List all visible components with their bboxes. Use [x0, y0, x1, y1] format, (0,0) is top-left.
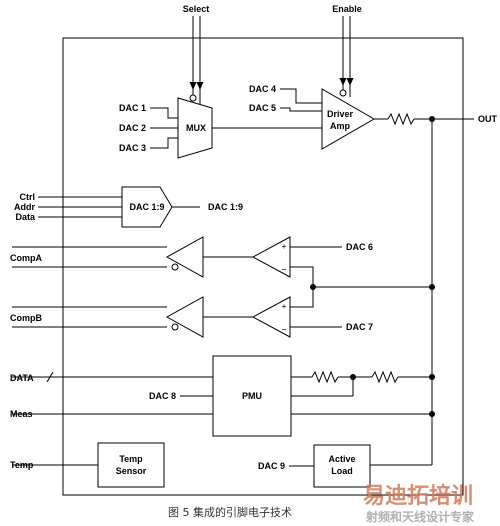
junction-pmu-bus	[429, 374, 435, 380]
pmu-range-resistor	[371, 370, 399, 384]
pmu-sense-resistor	[311, 370, 339, 384]
compa-invert-bubble	[171, 263, 179, 271]
compb-label: CompB	[10, 313, 42, 323]
dac9-label: DAC 9	[258, 461, 285, 471]
compb-plus: +	[282, 302, 287, 311]
junction-meas-bus	[429, 411, 435, 417]
dac1-wire	[150, 107, 178, 119]
enable-invert-bubble	[339, 89, 347, 97]
compb-buffer	[165, 296, 204, 338]
addr-label: Addr	[14, 202, 35, 212]
dac-bus-block	[121, 186, 173, 228]
select-invert-bubble	[189, 94, 197, 102]
junction-out	[429, 116, 435, 122]
enable-label: Enable	[332, 4, 362, 14]
select-arrow-a	[189, 82, 197, 90]
compa-label: CompA	[10, 253, 42, 263]
dac-bus-block-label: DAC 1:9	[129, 202, 164, 212]
figure-caption: 图 5 集成的引脚电子技术	[168, 505, 292, 519]
watermark-sub: 射频和天线设计专家	[365, 509, 475, 524]
driver-amp-label-2: Amp	[330, 121, 351, 131]
compa-buffer	[165, 236, 204, 278]
dac6-label: DAC 6	[346, 242, 373, 252]
compb-feedback-wire	[290, 287, 314, 308]
dac1-label: DAC 1	[119, 103, 146, 113]
compb-minus: −	[282, 325, 287, 334]
enable-arrow-a	[339, 78, 347, 86]
enable-arrow-b	[346, 78, 354, 86]
output-resistor	[387, 112, 415, 126]
data-label: Data	[15, 212, 36, 222]
driver-amp-block	[321, 88, 376, 150]
compb-invert-bubble	[171, 323, 179, 331]
pmu-block	[212, 355, 292, 437]
compb-comparator	[251, 296, 291, 338]
dac5-label: DAC 5	[249, 103, 276, 113]
active-load-label-1: Active	[328, 454, 355, 464]
temp-sensor-label-1: Temp	[119, 454, 143, 464]
junction-sense-right	[429, 284, 435, 290]
dac3-wire	[150, 137, 178, 149]
compa-plus: +	[282, 242, 287, 251]
dac4-label: DAC 4	[249, 84, 276, 94]
data-in-bus-slash	[46, 371, 54, 383]
compa-comparator	[251, 236, 291, 278]
dac3-label: DAC 3	[119, 143, 146, 153]
watermark-logo: 易迪拓培训 射频和天线设计专家	[363, 483, 475, 524]
select-arrow-b	[196, 82, 204, 90]
ctrl-label: Ctrl	[20, 192, 36, 202]
dac5-wire	[280, 107, 322, 112]
dac8-label: DAC 8	[149, 391, 176, 401]
temp-sensor-label-2: Sensor	[116, 466, 147, 476]
active-load-label-2: Load	[331, 466, 353, 476]
watermark-main: 易迪拓培训	[363, 483, 473, 509]
dac4-wire	[280, 88, 322, 104]
active-load-block	[313, 444, 371, 488]
dac2-label: DAC 2	[119, 123, 146, 133]
compa-feedback-wire	[290, 266, 314, 287]
select-label: Select	[183, 4, 210, 14]
driver-amp-label-1: Driver	[327, 109, 354, 119]
pmu-label: PMU	[242, 391, 262, 401]
out-label: OUT	[478, 114, 498, 124]
mux-label: MUX	[186, 123, 206, 133]
compa-minus: −	[282, 265, 287, 274]
data-in-label: DATA	[10, 373, 34, 383]
junction-sense-left	[310, 284, 316, 290]
temp-sensor-block	[97, 442, 165, 488]
dac7-label: DAC 7	[346, 322, 373, 332]
dac-bus-out-label: DAC 1:9	[208, 202, 243, 212]
